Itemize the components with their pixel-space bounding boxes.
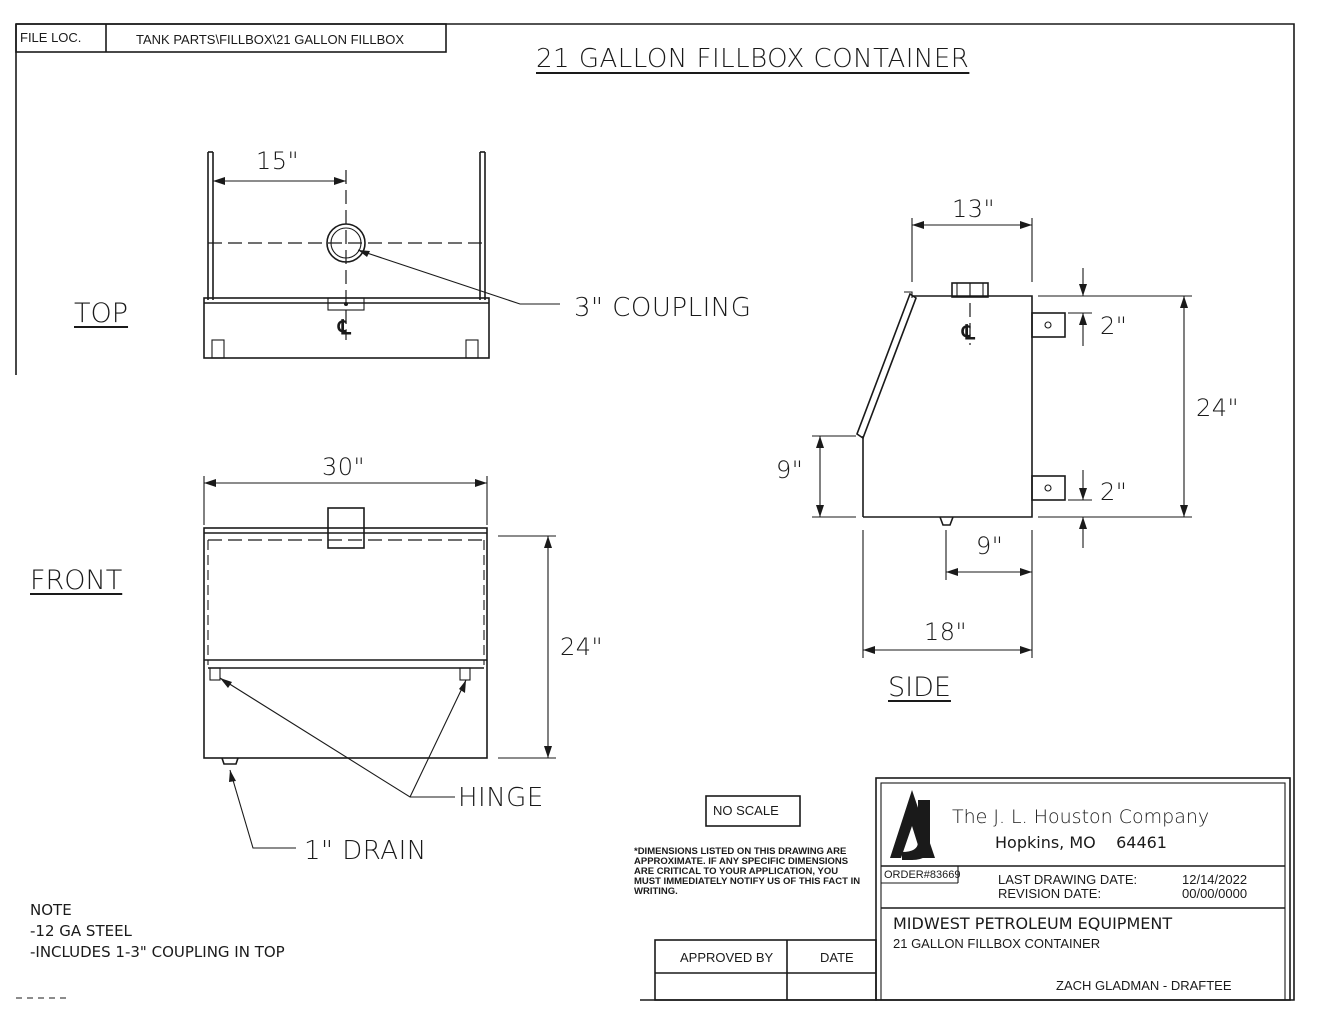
dim-side-tab-top: 2" — [1100, 312, 1128, 340]
dim-side-drain-offset: 9" — [976, 532, 1004, 560]
part-name: 21 GALLON FILLBOX CONTAINER — [893, 936, 1101, 951]
customer-name: MIDWEST PETROLEUM EQUIPMENT — [893, 914, 1173, 933]
title-block — [654, 777, 1291, 1001]
approval-date-label: DATE — [820, 950, 854, 965]
view-label-side: SIDE — [888, 672, 951, 703]
top-view — [203, 151, 560, 359]
dim-front-height: 24" — [560, 633, 604, 661]
centerline-mark-side: ℄ — [962, 320, 975, 344]
note-line: -INCLUDES 1-3" COUPLING IN TOP — [30, 943, 285, 961]
dim-top-width: 15" — [256, 147, 300, 175]
no-scale-label: NO SCALE — [713, 803, 779, 818]
revision-label: REVISION DATE: — [998, 886, 1102, 901]
notes-block: NOTE -12 GA STEEL -INCLUDES 1-3" COUPLIN… — [30, 900, 285, 963]
last-drawing-label: LAST DRAWING DATE: — [998, 872, 1138, 887]
approved-by-label: APPROVED BY — [680, 950, 774, 965]
dimension-disclaimer: *DIMENSIONS LISTED ON THIS DRAWING ARE A… — [634, 846, 861, 897]
dim-front-width: 30" — [322, 453, 366, 481]
last-drawing-date: 12/14/2022 — [1182, 872, 1248, 887]
dim-side-depth-top: 13" — [952, 195, 996, 223]
drafter-name: ZACH GLADMAN - DRAFTEE — [1056, 978, 1232, 993]
dim-side-depth: 18" — [924, 618, 968, 646]
order-number: ORDER#83669 — [884, 869, 961, 881]
file-loc-path: TANK PARTS\FILLBOX\21 GALLON FILLBOX — [136, 32, 405, 47]
view-label-top: TOP — [74, 298, 129, 329]
company-location: Hopkins, MO 64461 — [995, 833, 1167, 852]
note-heading: NOTE — [30, 901, 72, 919]
drain-callout: 1" DRAIN — [304, 836, 427, 866]
side-view — [812, 218, 1192, 658]
centerline-mark-top: ℄ — [338, 315, 351, 339]
dim-side-height: 24" — [1196, 394, 1240, 422]
coupling-callout: 3" COUPLING — [574, 293, 752, 323]
view-label-front: FRONT — [30, 565, 123, 596]
drawing-title: 21 GALLON FILLBOX CONTAINER — [536, 44, 970, 74]
file-loc-label: FILE LOC. — [20, 30, 82, 45]
dim-side-front-height: 9" — [776, 456, 804, 484]
dim-side-tab-bottom: 2" — [1100, 478, 1128, 506]
hinge-callout: HINGE — [458, 783, 544, 813]
note-line: -12 GA STEEL — [30, 922, 132, 940]
company-name: The J. L. Houston Company — [952, 806, 1210, 828]
front-view — [203, 476, 556, 849]
revision-date: 00/00/0000 — [1182, 886, 1248, 901]
